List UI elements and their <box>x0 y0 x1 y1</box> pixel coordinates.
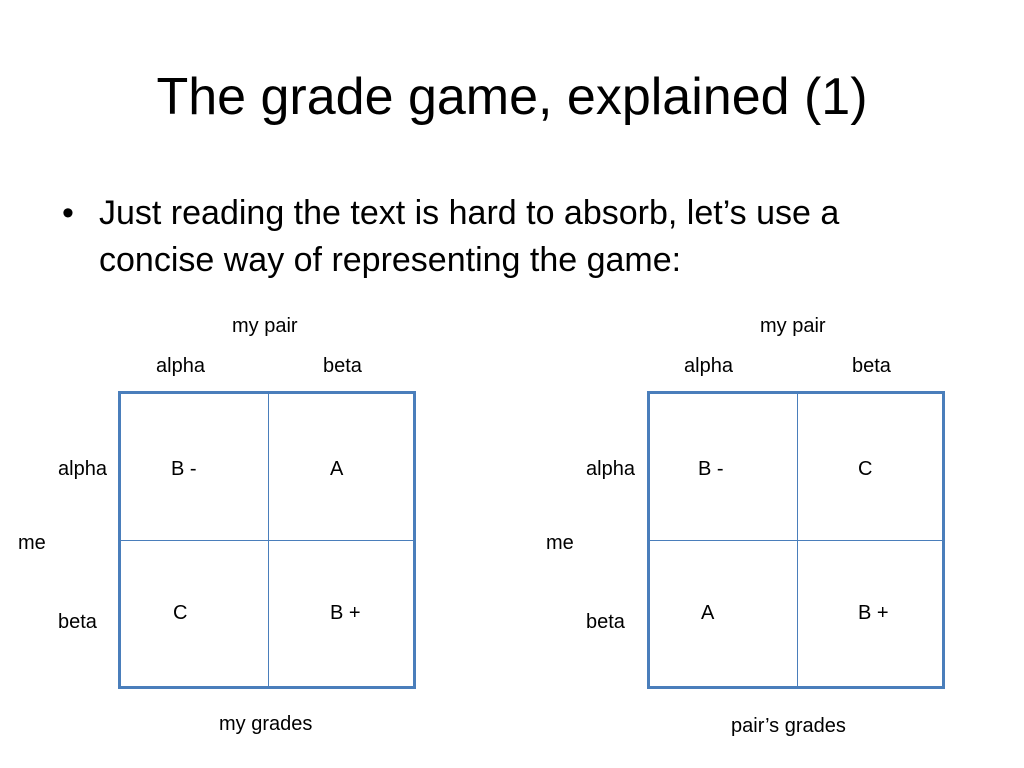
matrix-grid <box>647 391 945 689</box>
row-label-beta: beta <box>586 611 625 633</box>
column-label-beta: beta <box>323 355 362 377</box>
row-header: me <box>546 532 574 554</box>
cell-beta-beta: B + <box>330 602 361 624</box>
column-header: my pair <box>232 315 298 337</box>
cell-beta-alpha: C <box>173 602 188 624</box>
grid-divider-horizontal <box>650 540 942 541</box>
row-label-alpha: alpha <box>586 458 635 480</box>
cell-beta-beta: B + <box>858 602 889 624</box>
cell-alpha-alpha: B - <box>698 458 724 480</box>
cell-alpha-beta: A <box>330 458 344 480</box>
cell-alpha-beta: C <box>858 458 873 480</box>
matrix-grid <box>118 391 416 689</box>
bullet-marker: • <box>62 194 74 232</box>
cell-beta-alpha: A <box>701 602 715 624</box>
grid-divider-horizontal <box>121 540 413 541</box>
column-header: my pair <box>760 315 826 337</box>
matrix-caption: pair’s grades <box>731 715 846 737</box>
row-label-beta: beta <box>58 611 97 633</box>
column-label-alpha: alpha <box>156 355 205 377</box>
matrix-caption: my grades <box>219 713 313 735</box>
row-header: me <box>18 532 46 554</box>
column-label-alpha: alpha <box>684 355 733 377</box>
slide-title: The grade game, explained (1) <box>156 68 868 126</box>
column-label-beta: beta <box>852 355 891 377</box>
cell-alpha-alpha: B - <box>171 458 197 480</box>
bullet-text: Just reading the text is hard to absorb,… <box>99 194 840 279</box>
row-label-alpha: alpha <box>58 458 107 480</box>
